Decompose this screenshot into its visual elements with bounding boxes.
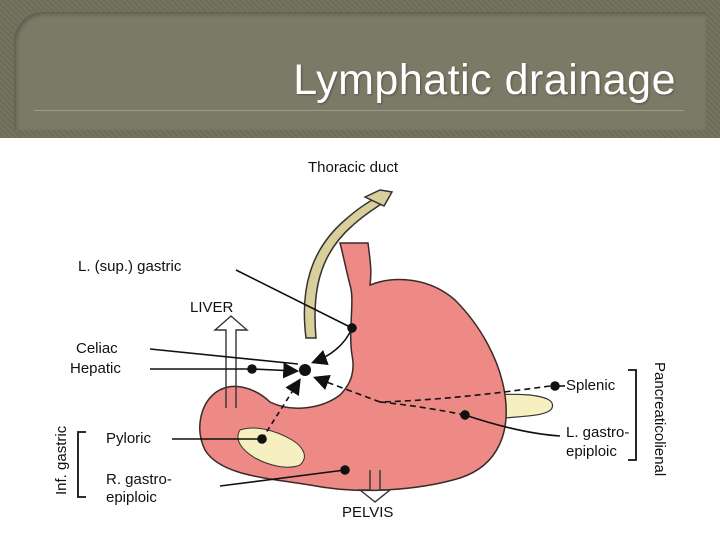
stomach	[199, 242, 507, 492]
header-panel	[14, 12, 706, 130]
splenic-dashed	[379, 385, 551, 403]
left-gastroepiploic-pointer	[460, 410, 561, 437]
label-pyloric: Pyloric	[106, 430, 152, 447]
inf-gastric-bracket	[77, 431, 86, 498]
thoracic-duct-arrow	[363, 189, 394, 207]
left-gastric-flow	[311, 327, 353, 365]
liver-arrow	[213, 315, 249, 408]
header-divider	[34, 110, 684, 111]
pyloric-region	[237, 427, 305, 468]
pancreaticolienal-bracket	[628, 369, 637, 461]
right-gastroepiploic-pointer	[219, 465, 350, 487]
label-right-gastroepiploic-1: R. gastro-	[106, 471, 172, 488]
left-gastric-pointer	[235, 269, 357, 333]
label-pancreaticolienal: Pancreaticolienal	[651, 362, 668, 476]
splenic-flow	[313, 375, 381, 403]
label-celiac: Celiac	[76, 340, 118, 357]
label-splenic: Splenic	[566, 377, 616, 394]
label-hepatic: Hepatic	[70, 360, 121, 377]
label-inf-gastric: Inf. gastric	[53, 425, 70, 495]
hepatic-flow	[251, 362, 300, 379]
label-pelvis: PELVIS	[342, 504, 393, 521]
label-left-gastric: L. (sup.) gastric	[78, 258, 182, 275]
celiac-node	[299, 364, 311, 376]
label-thoracic-duct: Thoracic duct	[308, 159, 399, 176]
label-left-gastroepiploic-2: epiploic	[566, 443, 617, 460]
pelvis-arrow	[358, 470, 392, 503]
pyloric-flow	[261, 378, 301, 440]
label-liver: LIVER	[190, 299, 234, 316]
celiac-pointer	[149, 348, 299, 365]
left-gastroepiploic-flow	[379, 401, 466, 416]
slide-title: Lymphatic drainage	[293, 56, 676, 104]
label-right-gastroepiploic-2: epiploic	[106, 489, 157, 506]
label-left-gastroepiploic-1: L. gastro-	[566, 424, 629, 441]
slide-header: Lymphatic drainage	[0, 0, 720, 138]
